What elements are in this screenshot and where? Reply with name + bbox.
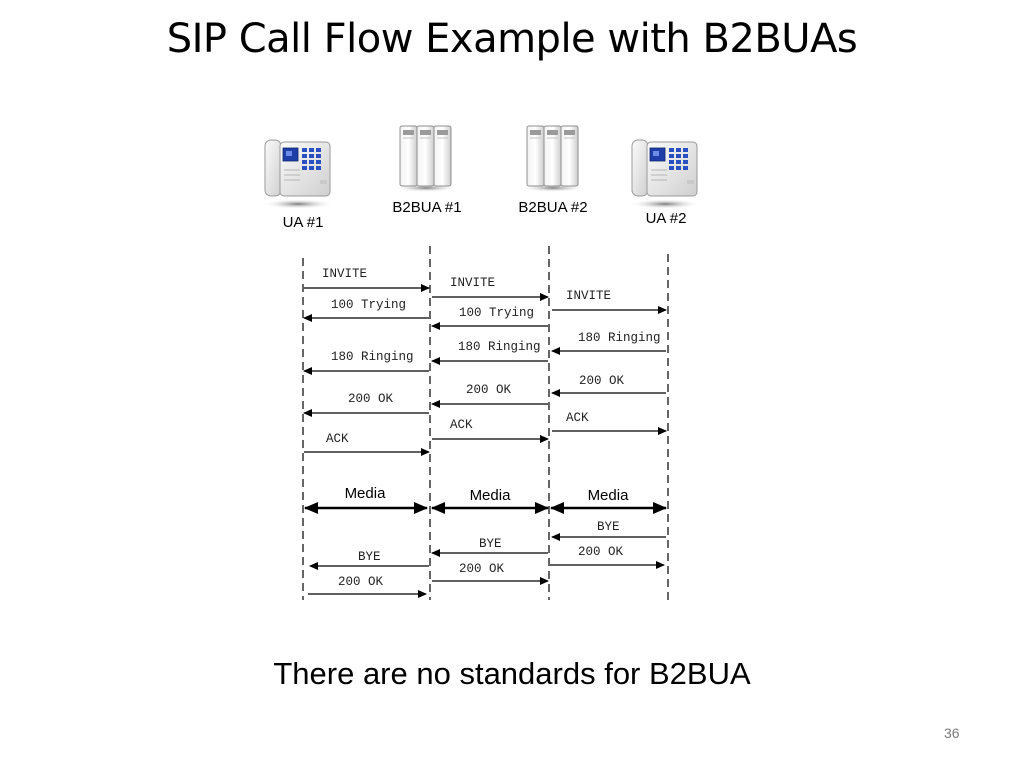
message: ACK [552, 411, 667, 435]
message: 180 Ringing [303, 350, 429, 375]
desk-phone-icon [629, 139, 701, 209]
message-label: 180 Ringing [458, 340, 541, 354]
server-icon [394, 125, 458, 192]
message-label: 180 Ringing [331, 350, 414, 364]
message-label: ACK [326, 432, 349, 446]
message-label: BYE [597, 520, 620, 534]
message: 200 OK [432, 562, 549, 585]
message-label: 200 OK [579, 374, 625, 388]
slide-caption: There are no standards for B2BUA [273, 656, 751, 691]
message-label: 200 OK [338, 575, 384, 589]
message: 200 OK [431, 383, 548, 408]
message: BYE [431, 537, 548, 557]
message: 100 Trying [303, 298, 429, 322]
media-stream: Media [304, 485, 428, 514]
message: 200 OK [550, 545, 665, 569]
message: 180 Ringing [431, 340, 548, 365]
media-label: Media [470, 487, 512, 504]
desk-phone-icon [262, 139, 334, 209]
message-label: 200 OK [348, 392, 394, 406]
message: 100 Trying [431, 306, 548, 330]
message: ACK [304, 432, 430, 456]
entity-label: B2BUA #2 [518, 199, 587, 216]
message-label: ACK [450, 418, 473, 432]
entity-label: B2BUA #1 [392, 199, 461, 216]
message: BYE [309, 550, 429, 570]
message-label: 200 OK [578, 545, 624, 559]
page-number: 36 [944, 725, 960, 741]
message-label: 100 Trying [459, 306, 534, 320]
message-label: INVITE [566, 289, 611, 303]
message-label: 200 OK [466, 383, 512, 397]
message-label: ACK [566, 411, 589, 425]
message: 200 OK [308, 575, 427, 598]
message-label: BYE [479, 537, 502, 551]
media-stream: Media [550, 487, 667, 514]
message-label: 200 OK [459, 562, 505, 576]
entity-label: UA #2 [646, 210, 687, 227]
message: 200 OK [303, 392, 429, 417]
slide-title: SIP Call Flow Example with B2BUAs [166, 16, 858, 62]
server-icon [521, 125, 585, 192]
entity-label: UA #1 [283, 214, 324, 231]
message-label: 100 Trying [331, 298, 406, 312]
media-label: Media [588, 487, 630, 504]
message: 200 OK [551, 374, 666, 397]
media-stream: Media [431, 487, 549, 514]
message: 180 Ringing [551, 331, 666, 355]
message: BYE [551, 520, 666, 541]
message: INVITE [304, 267, 430, 292]
message: INVITE [432, 276, 549, 301]
message-label: INVITE [450, 276, 495, 290]
message-label: INVITE [322, 267, 367, 281]
media-label: Media [345, 485, 387, 502]
message: INVITE [552, 289, 667, 314]
message-label: 180 Ringing [578, 331, 661, 345]
message: ACK [432, 418, 549, 443]
message-label: BYE [358, 550, 381, 564]
